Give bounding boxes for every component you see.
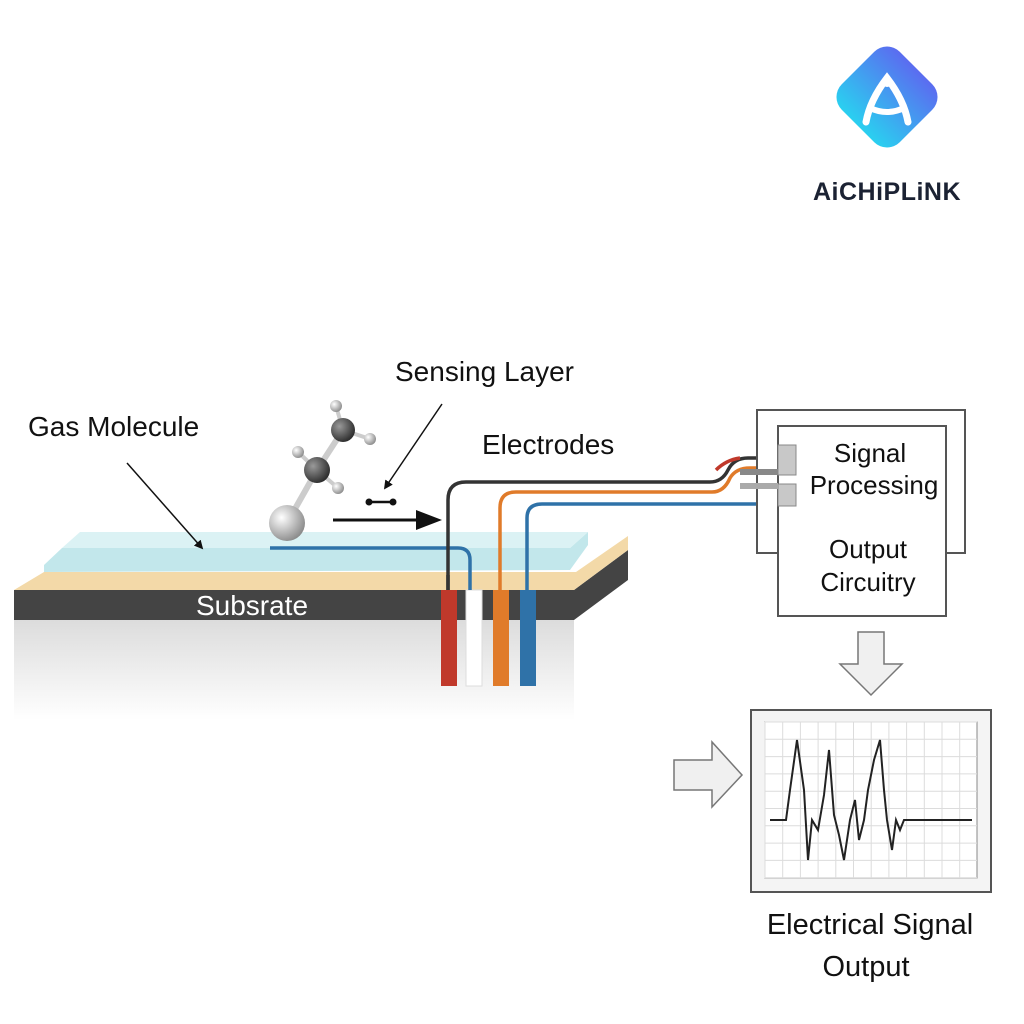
sensing-layer-label: Sensing Layer [395, 356, 574, 387]
electrical-signal-label-1: Electrical Signal [767, 909, 973, 941]
signal-processing-box: Signal Processing Output Circuitry [740, 409, 966, 617]
electrode-wires [270, 456, 778, 590]
electrodes-label: Electrodes [482, 429, 614, 460]
electrode-red [441, 590, 457, 686]
electrode-white [465, 589, 483, 687]
output-circuitry-label-1: Output [829, 534, 908, 564]
arrow-right-icon [333, 510, 442, 530]
wire-black [446, 456, 778, 590]
wire-blue [525, 502, 778, 590]
sensing-layer-film [44, 532, 588, 572]
sensing-layer-leader [383, 403, 443, 490]
electrical-signal-label-2: Output [822, 951, 909, 983]
wire-orange [498, 466, 778, 590]
signal-processing-label-1: Signal [834, 438, 906, 468]
arrow-into-display-icon [673, 740, 744, 809]
substrate-label: Subsrate [196, 590, 308, 621]
gas-molecule-leader [126, 462, 204, 550]
gas-molecule-label: Gas Molecule [28, 411, 199, 442]
signal-processing-label-2: Processing [810, 470, 939, 500]
oscilloscope-icon [750, 709, 992, 893]
brand-name: AiCHiPLiNK [813, 178, 961, 206]
arrow-down-icon [838, 631, 904, 697]
brand-logo: AiCHiPLiNK [813, 46, 961, 206]
molecule-icon [269, 400, 376, 541]
electrode-blue [520, 590, 536, 686]
resistor-icon [365, 498, 397, 506]
substrate-body [14, 620, 574, 720]
electrode-orange [493, 590, 509, 686]
substrate-top-layer [14, 536, 628, 590]
sensing-wire [270, 546, 472, 590]
electrode-pins [441, 589, 536, 687]
logo-icon [836, 46, 938, 148]
output-circuitry-label-2: Circuitry [820, 567, 915, 597]
